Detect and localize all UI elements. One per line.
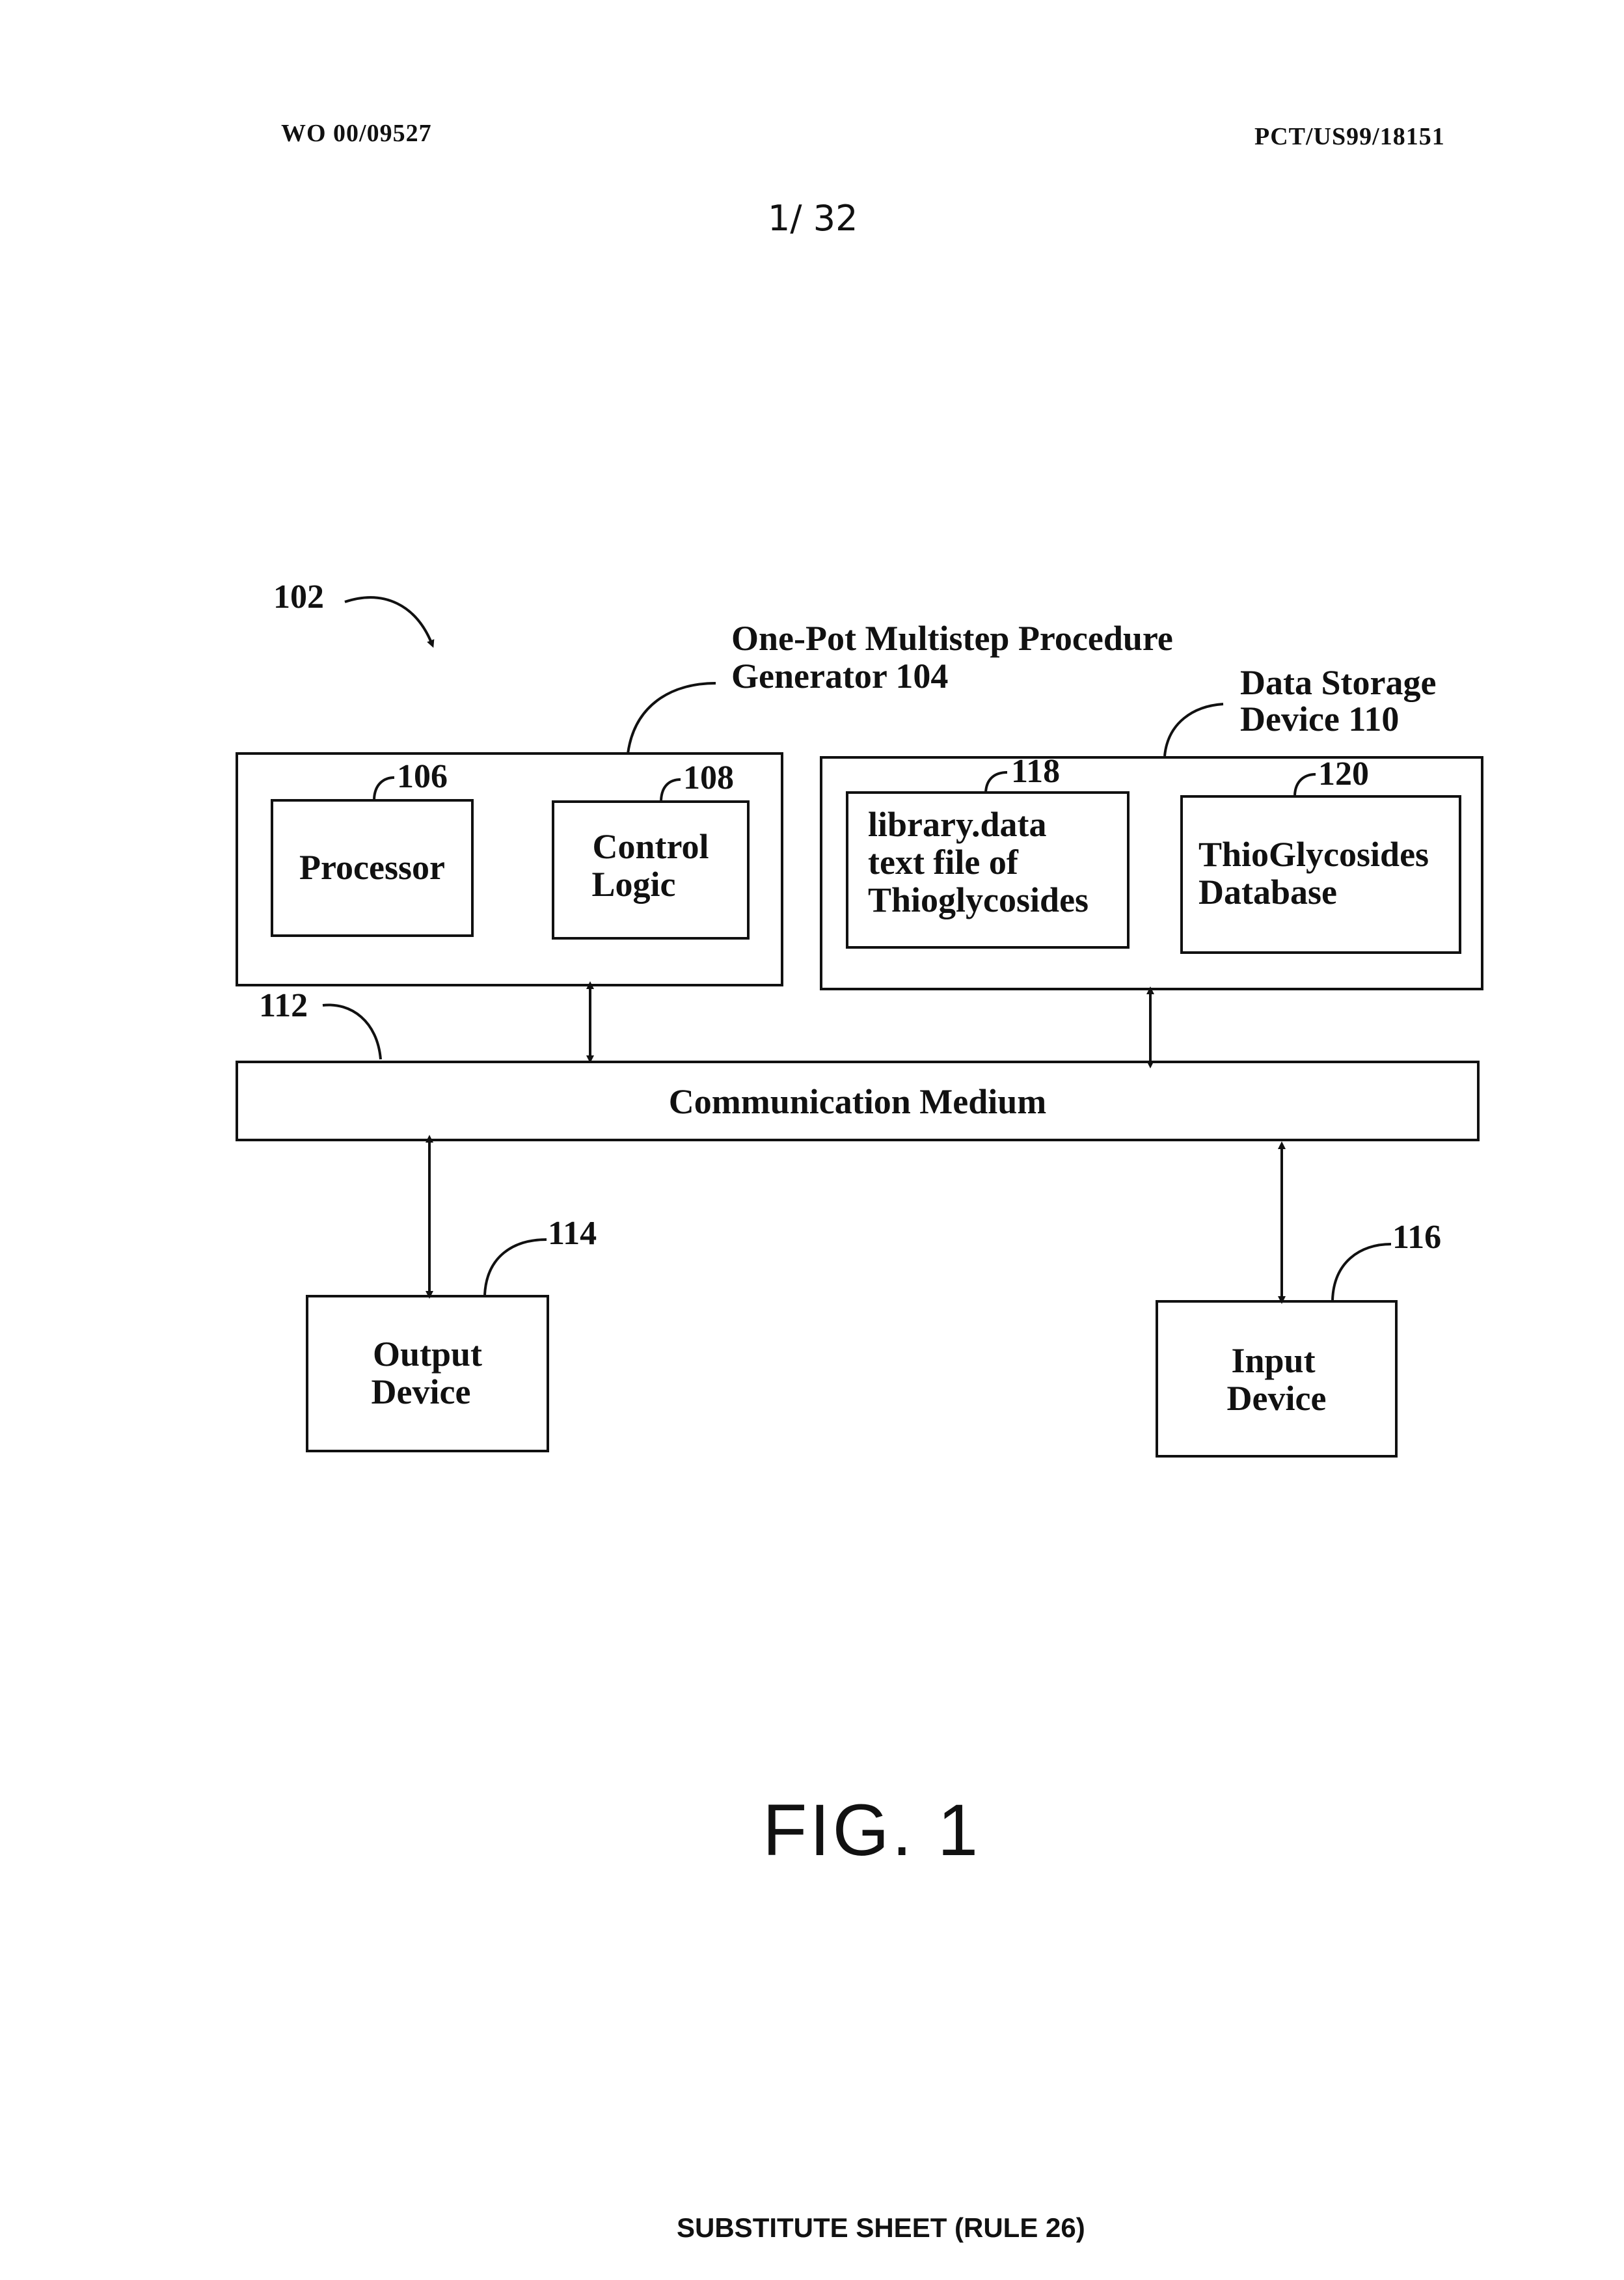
- data-storage-title-line1: Data Storage: [1240, 664, 1436, 701]
- database-line1: ThioGlycosides: [1198, 835, 1429, 873]
- footer-note: SUBSTITUTE SHEET (RULE 26): [677, 2212, 1085, 2244]
- ref-114-leader: [485, 1240, 547, 1295]
- data-storage-title-line2: Device 110: [1240, 700, 1399, 738]
- communication-medium-label: Communication Medium: [236, 1083, 1480, 1120]
- input-device-line2: Device: [1156, 1379, 1398, 1417]
- generator-leader: [628, 683, 716, 753]
- figure-label: FIG. 1: [763, 1788, 981, 1872]
- output-device-line2: Device: [299, 1373, 543, 1411]
- processor-ref: 106: [397, 757, 448, 796]
- generator-title-line2: Generator 104: [731, 657, 948, 695]
- system-ref-label: 102: [273, 578, 324, 616]
- generator-title-line1: One-Pot Multistep Procedure: [731, 619, 1173, 657]
- library-file-line1: library.data: [868, 806, 1047, 843]
- control-logic-ref: 108: [683, 759, 734, 797]
- ref-112-leader: [323, 1005, 381, 1059]
- medium-ref: 112: [259, 986, 308, 1025]
- database-line2: Database: [1198, 873, 1337, 911]
- output-device-line1: Output: [306, 1335, 549, 1373]
- control-logic-line1: Control: [552, 828, 750, 865]
- ref-116-leader: [1333, 1244, 1391, 1300]
- library-file-line2: text file of: [868, 843, 1018, 881]
- library-file-ref: 118: [1011, 752, 1060, 791]
- system-102-arrow: [345, 597, 432, 644]
- input-device-line1: Input: [1156, 1342, 1391, 1379]
- output-device-ref: 114: [548, 1214, 597, 1253]
- database-ref: 120: [1318, 755, 1369, 793]
- control-logic-line2: Logic: [535, 865, 733, 903]
- data-storage-leader: [1165, 704, 1223, 756]
- input-device-ref: 116: [1392, 1218, 1441, 1256]
- processor-label: Processor: [271, 848, 474, 886]
- library-file-line3: Thioglycosides: [868, 881, 1089, 919]
